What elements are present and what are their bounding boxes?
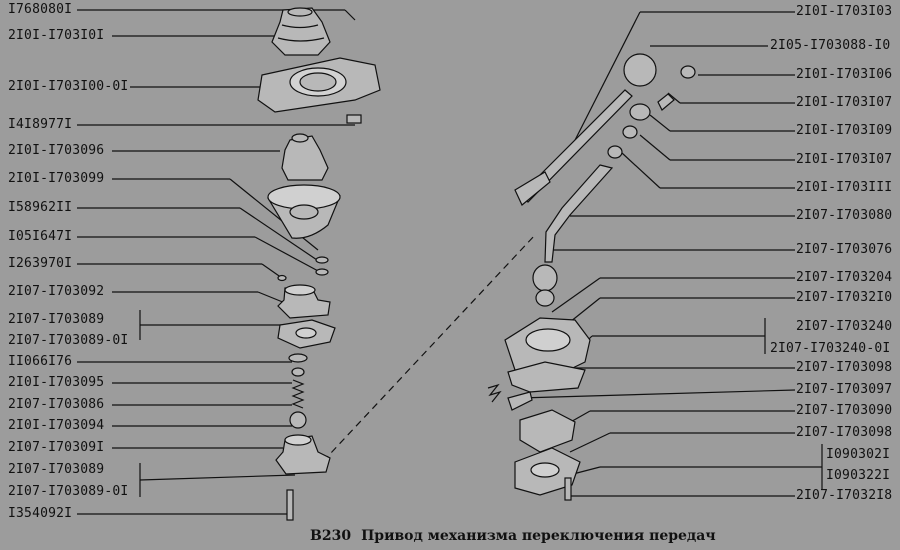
left-label-11: 2I07-I703089 [8, 312, 105, 327]
right-label-1: 2I0I-I703I03 [796, 4, 893, 19]
left-label-18: 2I07-I703089 [8, 462, 105, 477]
left-label-20: I354092I [8, 506, 73, 521]
right-label-13: 2I07-I703240-0I [770, 341, 891, 356]
right-leader-lines [519, 11, 823, 497]
right-label-7: 2I0I-I703III [796, 180, 893, 195]
left-label-12: 2I07-I703089-0I [8, 333, 129, 348]
right-label-11: 2I07-I7032I0 [796, 290, 893, 305]
right-label-4: 2I0I-I703I07 [796, 95, 893, 110]
right-label-12: 2I07-I703240 [796, 319, 893, 334]
left-parts [257, 7, 381, 521]
right-label-17: 2I07-I703098 [796, 425, 893, 440]
left-label-15: 2I07-I703086 [8, 397, 105, 412]
right-label-18: I090302I [826, 447, 891, 462]
left-leader-lines [77, 9, 356, 515]
left-label-1: I768080I [8, 2, 73, 17]
left-label-2: 2I0I-I703I0I [8, 28, 105, 43]
left-label-19: 2I07-I703089-0I [8, 484, 129, 499]
right-label-19: I090322I [826, 468, 891, 483]
right-label-8: 2I07-I703080 [796, 208, 893, 223]
left-label-8: I05I647I [8, 229, 73, 244]
right-label-5: 2I0I-I703I09 [796, 123, 893, 138]
left-label-17: 2I07-I70309I [8, 440, 105, 455]
left-label-13: II066I76 [8, 354, 73, 369]
left-label-10: 2I07-I703092 [8, 284, 105, 299]
right-label-9: 2I07-I703076 [796, 242, 893, 257]
figure-code: В230 [310, 528, 352, 544]
dashed-axis-line [314, 234, 536, 471]
right-label-14: 2I07-I703098 [796, 360, 893, 375]
right-label-3: 2I0I-I703I06 [796, 67, 893, 82]
figure-caption: В230 Привод механизма переключения переда… [310, 528, 716, 544]
left-label-9: I263970I [8, 256, 73, 271]
left-label-5: 2I0I-I703096 [8, 143, 105, 158]
left-label-6: 2I0I-I703099 [8, 171, 105, 186]
right-label-6: 2I0I-I703I07 [796, 152, 893, 167]
right-label-16: 2I07-I703090 [796, 403, 893, 418]
left-label-14: 2I0I-I703095 [8, 375, 105, 390]
right-label-20: 2I07-I7032I8 [796, 488, 893, 503]
right-parts [487, 53, 696, 501]
right-label-10: 2I07-I703204 [796, 270, 893, 285]
right-label-15: 2I07-I703097 [796, 382, 893, 397]
left-label-16: 2I0I-I703094 [8, 418, 105, 433]
left-label-3: 2I0I-I703I00-0I [8, 79, 129, 94]
left-label-7: I58962II [8, 200, 73, 215]
figure-title: Привод механизма переключения передач [361, 528, 716, 544]
right-label-2: 2I05-I703088-I0 [770, 38, 891, 53]
left-label-4: I4I8977I [8, 117, 73, 132]
